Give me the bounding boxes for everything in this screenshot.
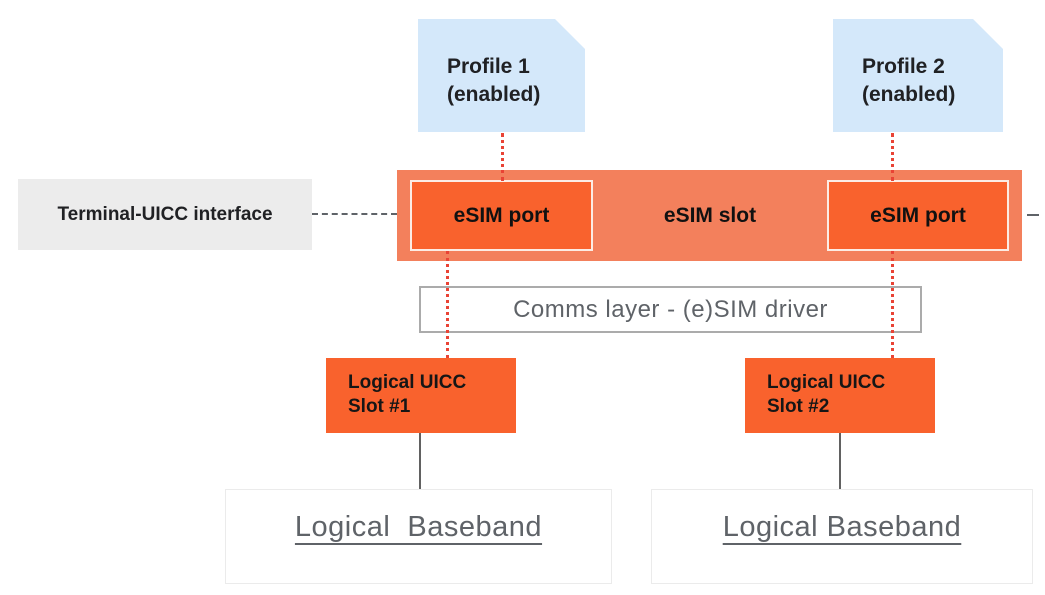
slot-right-dash: [1027, 214, 1039, 216]
profile-2-title: Profile 2: [862, 54, 945, 78]
profile-2-card: Profile 2 (enabled): [833, 19, 1003, 132]
esim-port-2-label: eSIM port: [870, 203, 966, 227]
esim-port-1-label: eSIM port: [453, 203, 550, 227]
uicc2-to-baseband2-line: [839, 433, 841, 489]
esim-slot-label: eSIM slot: [593, 170, 827, 261]
logical-uicc-slot-1-box: Logical UICC Slot #1: [326, 358, 516, 433]
comms-layer-box: Comms layer - (e)SIM driver: [419, 286, 922, 333]
profile2-to-port2-dotted-line: [891, 133, 894, 181]
esim-port-2-box: eSIM port: [827, 180, 1009, 251]
uicc2-line1: Logical UICC: [767, 372, 886, 393]
logical-baseband-1-box: Logical Baseband: [225, 489, 612, 584]
terminal-uicc-interface-text: Terminal-UICC interface: [57, 203, 273, 225]
comms-layer-label: Comms layer - (e)SIM driver: [513, 295, 828, 323]
logical-baseband-2-label: Logical Baseband: [722, 511, 962, 543]
esim-port-1-box: eSIM port: [410, 180, 593, 251]
uicc1-line1: Logical UICC: [348, 372, 467, 393]
profile1-to-port1-dotted-line: [501, 133, 504, 181]
profile-1-title: Profile 1: [447, 54, 530, 78]
profile-2-status: (enabled): [862, 82, 956, 106]
logical-baseband-1-label: Logical Baseband: [294, 511, 543, 543]
esim-slot-box: eSIM port eSIM slot eSIM port: [397, 170, 1022, 261]
uicc1-to-baseband1-line: [419, 433, 421, 489]
terminal-uicc-interface-label: Terminal-UICC interface: [18, 179, 312, 250]
terminal-to-slot-dashed-line: [312, 213, 397, 215]
esim-slot-label-text: eSIM slot: [663, 203, 757, 227]
port2-to-uicc2-dotted-line: [891, 251, 894, 358]
uicc1-line2: Slot #1: [348, 396, 411, 417]
profile-1-status: (enabled): [447, 82, 541, 106]
uicc2-line2: Slot #2: [767, 396, 830, 417]
port1-to-uicc1-dotted-line: [446, 251, 449, 358]
logical-uicc-slot-2-box: Logical UICC Slot #2: [745, 358, 935, 433]
logical-baseband-2-box: Logical Baseband: [651, 489, 1033, 584]
profile-1-card: Profile 1 (enabled): [418, 19, 585, 132]
